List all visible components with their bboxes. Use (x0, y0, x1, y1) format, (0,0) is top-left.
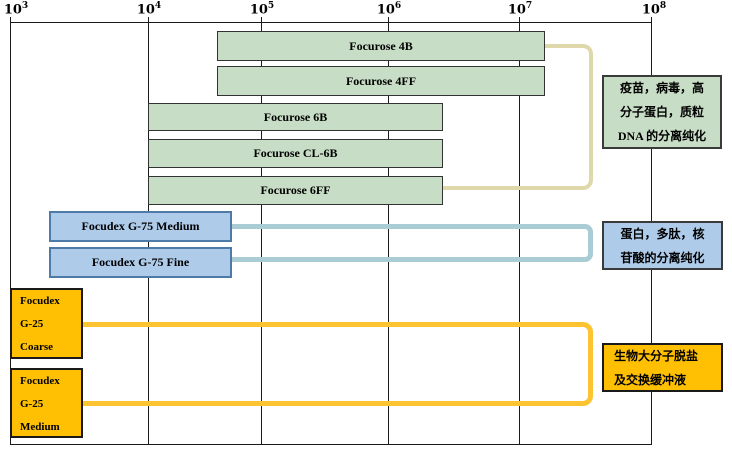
tick-label-1e5: 105 (249, 1, 275, 18)
x-axis-bottom-line (10, 444, 652, 445)
bar-label: Focudex G-75 Medium (81, 219, 200, 233)
annotation-line: 疫苗，病毒，高 (619, 81, 704, 95)
annotation-line: 苷酸的分离纯化 (620, 250, 705, 265)
bar-label-line: G-25 (20, 318, 44, 330)
tick-label-1e7: 107 (507, 1, 533, 18)
annotation-g25-applications: 生物大分子脱盐 及交换缓冲液 (602, 343, 723, 392)
tick-label-1e6: 106 (376, 1, 402, 18)
tick-label-1e8: 108 (641, 1, 667, 18)
annotation-line: DNA 的分离纯化 (617, 129, 707, 143)
bar-label: Focurose CL-6B (253, 146, 338, 160)
annotation-g75-applications: 蛋白，多肽，核 苷酸的分离纯化 (602, 221, 723, 270)
tick-label-1e4: 104 (136, 1, 162, 18)
annotation-line: 及交换缓冲液 (614, 372, 687, 387)
bar-label-line: Focudex (20, 295, 60, 307)
annotation-line: 分子蛋白，质粒 (619, 105, 704, 119)
bar-label: Focurose 4FF (345, 73, 417, 88)
gridline-1e3 (10, 17, 11, 444)
bar-label: Focudex G-75 Fine (91, 255, 190, 269)
bar-label: Focurose 6FF (260, 183, 331, 197)
g75-group-connector (232, 224, 593, 262)
bar-label-line: G-25 (20, 398, 44, 410)
bar-label: Focurose 4B (349, 38, 413, 53)
annotation-line: 蛋白，多肽，核 (620, 226, 705, 241)
g25-group-connector (83, 322, 593, 406)
gridline-1e7 (519, 17, 520, 444)
bar-focurose-cl6b: Focurose CL-6B (148, 139, 443, 168)
x-axis-top-line (10, 22, 652, 23)
bar-focudex-g25-coarse: Focudex G-25 Coarse (10, 288, 83, 359)
bar-focurose-4ff: Focurose 4FF (217, 66, 545, 96)
bar-label: Focurose 6B (263, 109, 328, 124)
gridline-1e6 (388, 17, 389, 444)
bar-focudex-g75-medium: Focudex G-75 Medium (49, 211, 232, 242)
annotation-focurose-applications: 疫苗，病毒，高 分子蛋白，质粒 DNA 的分离纯化 (602, 75, 722, 149)
annotation-line: 生物大分子脱盐 (614, 348, 699, 363)
gridline-1e5 (261, 17, 262, 444)
bar-label-line: Focudex (20, 375, 60, 387)
bar-label-line: Coarse (20, 341, 53, 353)
bar-focurose-4b: Focurose 4B (217, 31, 545, 61)
bar-label-line: Medium (20, 421, 60, 433)
bar-focudex-g75-fine: Focudex G-75 Fine (49, 247, 232, 278)
bar-focurose-6b: Focurose 6B (148, 103, 443, 131)
bar-focurose-6ff: Focurose 6FF (148, 176, 443, 205)
bar-focudex-g25-medium: Focudex G-25 Medium (10, 368, 83, 438)
tick-label-1e3: 103 (3, 1, 29, 18)
